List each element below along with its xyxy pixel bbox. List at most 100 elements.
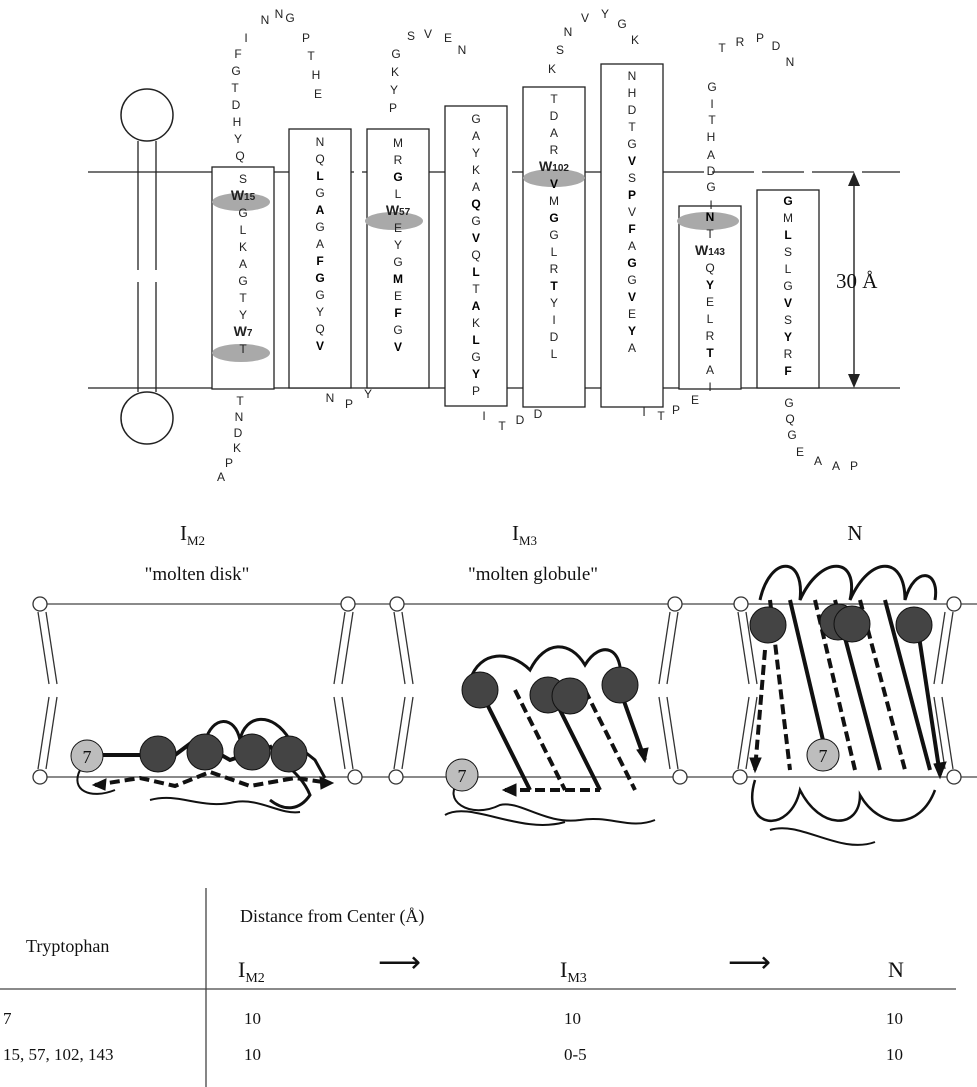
loop-residue: G [787, 428, 796, 442]
residue: Q [705, 261, 714, 275]
residue: G [238, 274, 247, 288]
residue: G [783, 194, 792, 208]
lipid-molecule [121, 89, 173, 444]
loop-residue: P [225, 456, 233, 470]
table-row: 15, 57, 102, 143 10 0-5 10 [3, 1045, 903, 1064]
residue: T [550, 92, 558, 106]
col-header-tryptophan: Tryptophan [26, 936, 109, 956]
arrow-1: ⟶ [378, 946, 421, 979]
loop-residue: P [389, 101, 397, 115]
loop-residue: T [718, 41, 726, 55]
residue: A [316, 203, 325, 217]
residue: G [627, 256, 636, 270]
residue: A [472, 129, 480, 143]
residue: Y [706, 278, 714, 292]
residue: P [472, 384, 480, 398]
loop-residue: G [617, 17, 626, 31]
residue: Y [394, 238, 402, 252]
loop-residue: N [326, 391, 335, 405]
residue: K [472, 163, 480, 177]
residue: V [472, 231, 480, 245]
loop-residue: H [233, 115, 242, 129]
residue: T [472, 282, 480, 296]
residue: Q [315, 322, 324, 336]
state-label-im2: IM2 "molten disk" [145, 521, 250, 585]
residue: S [628, 171, 636, 185]
svg-text:IM2: IM2 [180, 521, 205, 548]
residue: M [783, 211, 793, 225]
loop-residue: Y [390, 83, 398, 97]
loop-residue: E [691, 393, 699, 407]
table-row: 7 10 10 10 [3, 1009, 903, 1028]
loop-residue: A [814, 454, 822, 468]
residue: E [706, 295, 714, 309]
residue: N [628, 69, 637, 83]
arrow-2: ⟶ [728, 946, 771, 979]
loop-residue: Y [234, 132, 242, 146]
residue: A [316, 237, 324, 251]
residue: R [706, 329, 715, 343]
residue: L [240, 223, 247, 237]
loop-residue: S [407, 29, 415, 43]
residue: D [550, 109, 559, 123]
row-trp-label: 7 [3, 1009, 12, 1028]
loop-residue: N [564, 25, 573, 39]
loop-residue: G [285, 11, 294, 25]
residue: V [784, 296, 792, 310]
residue: A [550, 126, 558, 140]
loop-residue: K [631, 33, 639, 47]
loop-residue: A [832, 459, 840, 473]
loop-residue: I [710, 97, 713, 111]
residue: S [239, 172, 247, 186]
loop-residue: P [672, 403, 680, 417]
residue: T [706, 346, 714, 360]
loop-residue: D [707, 164, 716, 178]
residue: F [784, 364, 791, 378]
residue: V [628, 154, 636, 168]
residue: S [784, 245, 792, 259]
loop-residue: D [516, 413, 525, 427]
residue: Y [472, 146, 480, 160]
cell-im2: 10 [244, 1009, 261, 1028]
loop-residue: D [534, 407, 543, 421]
distance-table: Tryptophan Distance from Center (Å) IM2 … [0, 888, 956, 1087]
cell-im2: 10 [244, 1045, 261, 1064]
native-barrel-structure: 7 [750, 566, 946, 845]
im2-caption: "molten disk" [145, 564, 250, 585]
residue: V [394, 340, 402, 354]
residue: L [316, 169, 323, 183]
im2-subscript: M2 [187, 533, 205, 548]
folding-states-row: IM2 "molten disk" IM3 "molten globule" N [33, 521, 977, 845]
residue: M [549, 194, 559, 208]
strand-boxes [212, 64, 819, 407]
residue: A [706, 363, 714, 377]
residue: M [393, 136, 403, 150]
residue: Y [550, 296, 558, 310]
loop-residue: E [444, 31, 452, 45]
loop-residue: E [796, 445, 804, 459]
loop-residue: G [784, 396, 793, 410]
residue: E [394, 221, 402, 235]
residue: I [708, 380, 711, 394]
span-header-distance: Distance from Center (Å) [240, 906, 424, 927]
residue: P [628, 188, 636, 202]
loop-residue: A [707, 148, 715, 162]
cell-n: 10 [886, 1009, 903, 1028]
residue: G [627, 273, 636, 287]
residue: R [550, 143, 559, 157]
residue: M [393, 272, 403, 286]
residue: V [628, 205, 636, 219]
molten-globule-structure: 7 [445, 647, 655, 825]
trp7-label-im3: 7 [458, 766, 467, 786]
state-label-im3: IM3 "molten globule" [468, 521, 598, 585]
loop-residue: D [772, 39, 781, 53]
molten-disk-structure: 7 [71, 719, 333, 812]
residue: Y [472, 367, 480, 381]
residue: R [550, 262, 559, 276]
loop-residue: P [302, 31, 310, 45]
loop-residue: N [235, 410, 244, 424]
im3-caption: "molten globule" [468, 564, 598, 585]
loop-residue: H [707, 130, 716, 144]
loop-residue: N [458, 43, 467, 57]
residue: I [552, 313, 555, 327]
